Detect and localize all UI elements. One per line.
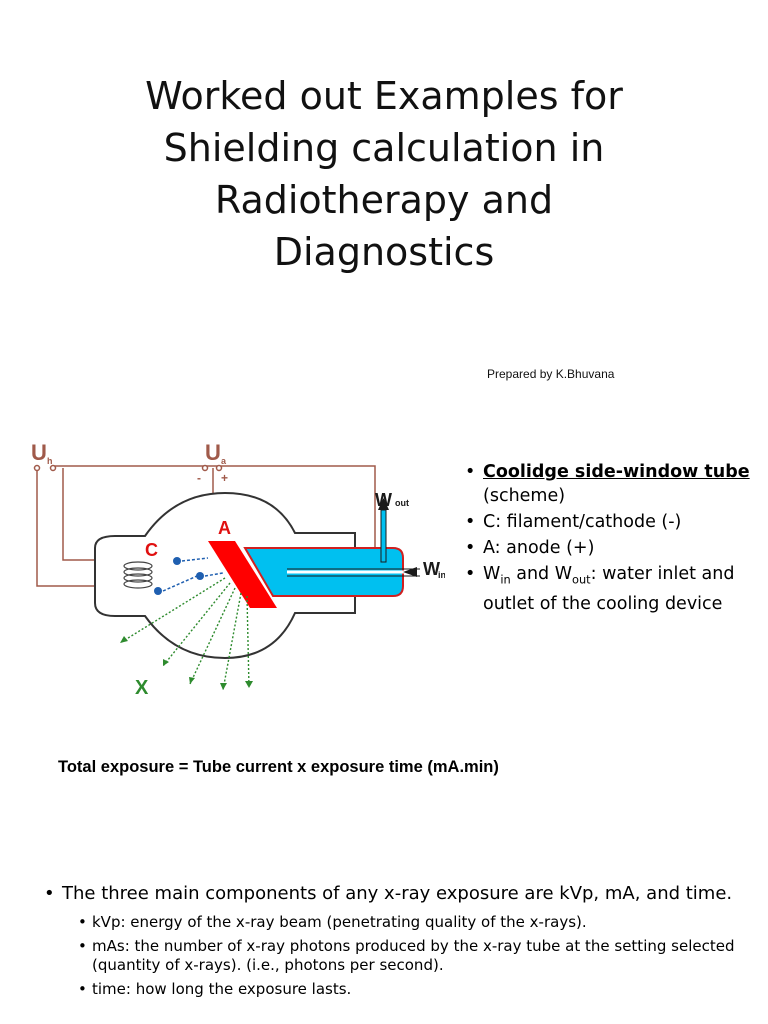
component-time: time: how long the exposure lasts. <box>44 980 744 999</box>
bullet-anode: A: anode (+) <box>465 536 765 560</box>
terminal-ua-left <box>201 464 209 472</box>
glass-envelope <box>94 491 356 660</box>
label-ua-sub: a <box>221 456 227 466</box>
label-minus: - <box>197 471 201 485</box>
outlet-arrow-icon <box>378 498 389 510</box>
electrons <box>154 557 204 595</box>
bullet-cathode: C: filament/cathode (-) <box>465 510 765 534</box>
diagram-legend-list: Coolidge side-window tube (scheme) C: fi… <box>465 460 765 618</box>
components-list: kVp: energy of the x-ray beam (penetrati… <box>44 913 744 999</box>
label-anode: A <box>218 518 231 538</box>
total-exposure-formula: Total exposure = Tube current x exposure… <box>58 758 499 776</box>
inlet-arrow-icon <box>403 567 417 577</box>
label-wout-sub: out <box>395 498 409 508</box>
prepared-by: Prepared by K.Bhuvana <box>487 367 615 381</box>
exposure-components: The three main components of any x-ray e… <box>44 882 744 1004</box>
filament-coil <box>123 561 153 589</box>
xray-beams <box>119 577 250 691</box>
coolidge-title: Coolidge side-window tube <box>483 462 750 482</box>
component-mas: mAs: the number of x-ray photons produce… <box>44 937 744 975</box>
title-line-1: Worked out Examples for <box>145 74 623 118</box>
component-kvp: kVp: energy of the x-ray beam (penetrati… <box>44 913 744 932</box>
water-outlet-pipe <box>380 509 387 563</box>
label-uh: U <box>31 440 47 465</box>
label-uh-sub: h <box>47 456 53 466</box>
label-wout: W <box>375 490 392 510</box>
coolidge-scheme: (scheme) <box>483 486 566 506</box>
title-line-2: Shielding calculation in <box>163 126 605 170</box>
terminal-uh-left <box>33 464 41 472</box>
page-title: Worked out Examples for Shielding calcul… <box>84 70 684 278</box>
terminal-uh-right <box>49 464 57 472</box>
label-xray: X <box>135 677 149 698</box>
label-ua: U <box>205 440 221 465</box>
label-cathode: C <box>145 540 158 560</box>
title-line-3: Radiotherapy and <box>214 178 554 222</box>
bullet-water: Win and Wout: water inlet and outlet of … <box>465 562 765 616</box>
terminal-ua-right <box>215 464 223 472</box>
title-line-4: Diagnostics <box>273 230 495 274</box>
xray-tube-diagram: U h U a - + C A X W out W in <box>31 440 445 698</box>
label-win-sub: in <box>438 570 445 580</box>
bullet-coolidge: Coolidge side-window tube (scheme) <box>465 460 765 508</box>
components-intro: The three main components of any x-ray e… <box>44 882 744 905</box>
label-win: W <box>423 559 440 579</box>
anode <box>208 541 277 608</box>
label-plus: + <box>221 471 228 485</box>
